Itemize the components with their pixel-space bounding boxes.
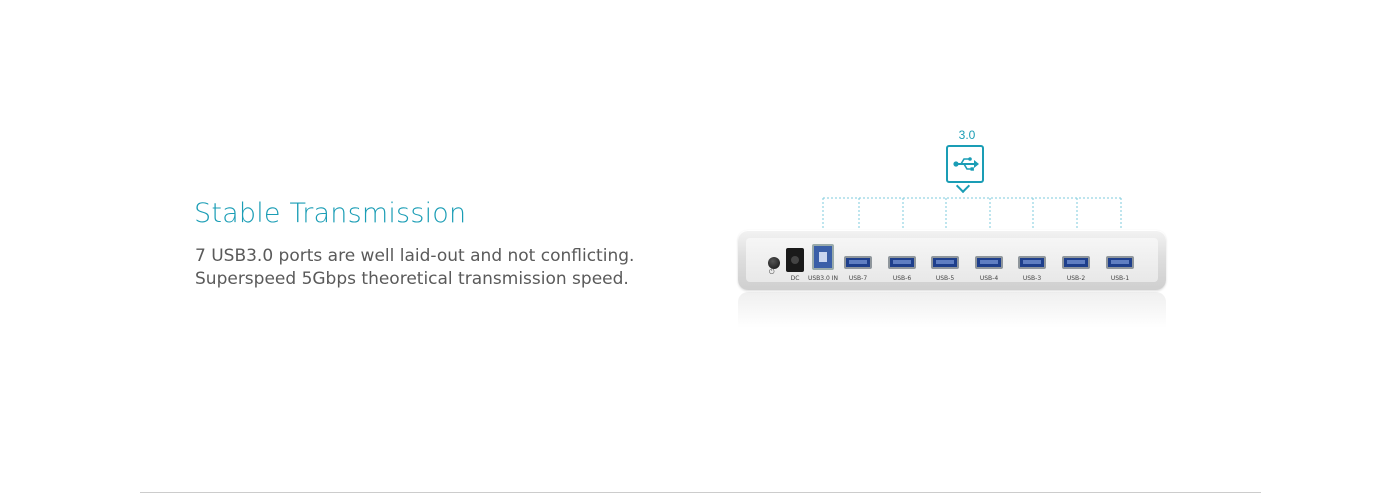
usb-port-label: USB-1 bbox=[1110, 275, 1130, 282]
port-connector-lines bbox=[822, 197, 1122, 235]
usb-b-input-port bbox=[812, 244, 834, 270]
usb-port-label: USB-4 bbox=[979, 275, 999, 282]
bottom-divider bbox=[140, 492, 1261, 493]
usb-input-label: USB3.0 IN bbox=[807, 275, 839, 282]
description-line-1: 7 USB3.0 ports are well laid-out and not… bbox=[195, 246, 635, 266]
usb-port-4 bbox=[975, 256, 1003, 269]
power-button bbox=[768, 257, 780, 269]
power-icon: ⏻ bbox=[769, 269, 775, 276]
usb-badge bbox=[946, 145, 984, 183]
usb-port-2 bbox=[1062, 256, 1090, 269]
hub-reflection bbox=[738, 292, 1166, 328]
dc-label: DC bbox=[790, 275, 800, 282]
description-line-2: Superspeed 5Gbps theoretical transmissio… bbox=[195, 269, 629, 289]
usb-port-label: USB-5 bbox=[935, 275, 955, 282]
section-description: 7 USB3.0 ports are well laid-out and not… bbox=[195, 245, 634, 291]
usb-port-label: USB-3 bbox=[1022, 275, 1042, 282]
usb-port-label: USB-7 bbox=[848, 275, 868, 282]
usb-port-label: USB-6 bbox=[892, 275, 912, 282]
section-title: Stable Transmission bbox=[194, 198, 467, 229]
usb-port-label: USB-2 bbox=[1066, 275, 1086, 282]
usb-port-7 bbox=[844, 256, 872, 269]
usb-icon bbox=[953, 157, 979, 171]
usb-version-label: 3.0 bbox=[958, 128, 976, 142]
usb-port-6 bbox=[888, 256, 916, 269]
usb-port-1 bbox=[1106, 256, 1134, 269]
usb-port-5 bbox=[931, 256, 959, 269]
dc-jack bbox=[786, 248, 804, 272]
usb-port-3 bbox=[1018, 256, 1046, 269]
